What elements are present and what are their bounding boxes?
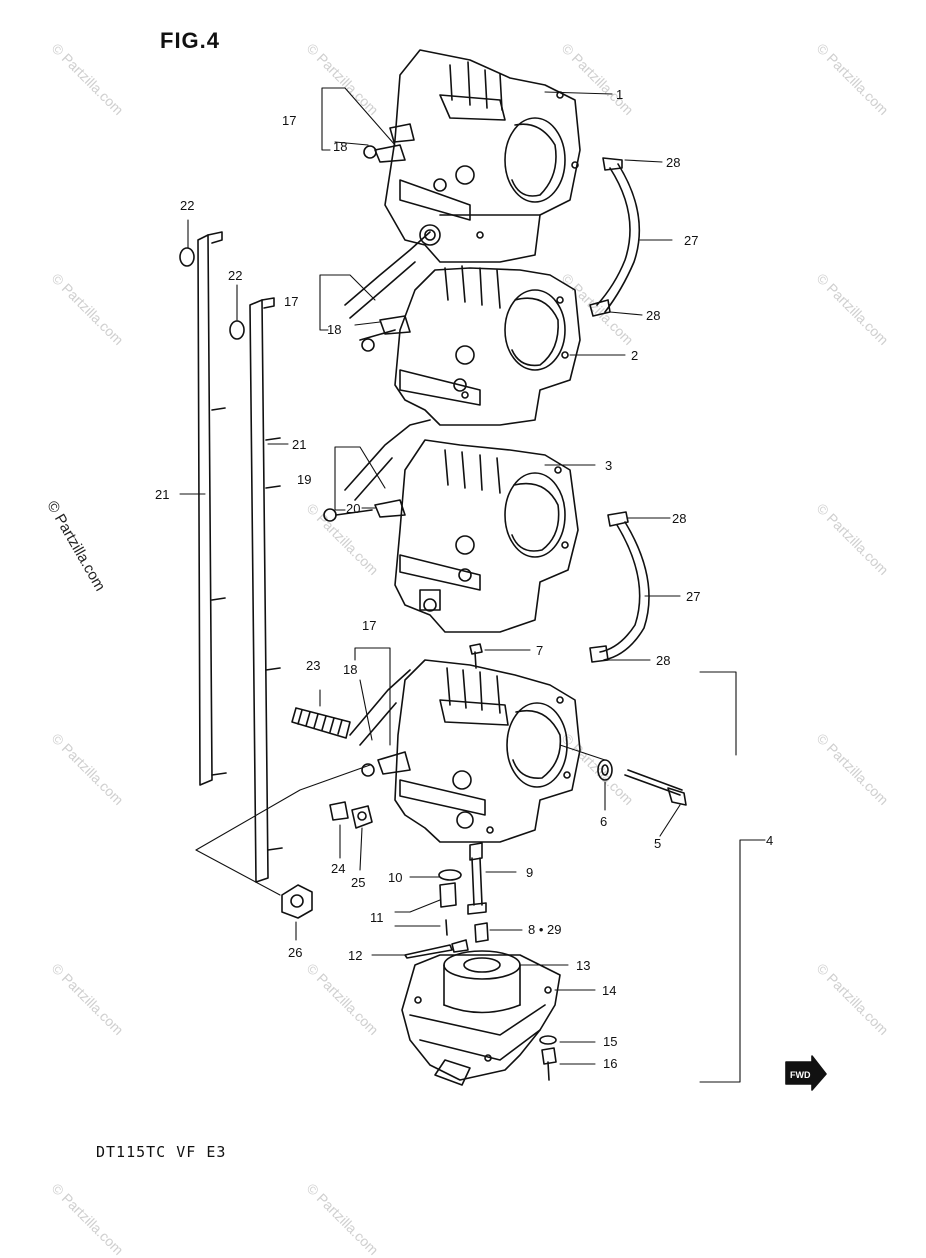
callout-19: 19 xyxy=(297,472,311,487)
leader-lines xyxy=(179,87,766,1083)
small-parts xyxy=(281,643,687,1081)
linkage-rods xyxy=(179,231,283,883)
callout-22: 22 xyxy=(228,268,242,283)
exploded-view-drawing: 1 2 3 4 5 6 7 8 • 29 9 10 11 12 13 14 15… xyxy=(155,49,827,1091)
callout-27: 27 xyxy=(686,589,700,604)
callout-6: 6 xyxy=(600,814,607,829)
callout-25: 25 xyxy=(351,875,365,890)
fwd-arrow-icon xyxy=(785,1055,827,1091)
float-bowl xyxy=(401,950,561,1086)
callout-labels: 1 2 3 4 5 6 7 8 • 29 9 10 11 12 13 14 15… xyxy=(155,87,811,1080)
callout-5: 5 xyxy=(654,836,661,851)
callout-20: 20 xyxy=(346,501,360,516)
callout-18: 18 xyxy=(333,139,347,154)
callout-22: 22 xyxy=(180,198,194,213)
callout-17: 17 xyxy=(282,113,296,128)
callout-18: 18 xyxy=(327,322,341,337)
callout-21: 21 xyxy=(155,487,169,502)
callout-28: 28 xyxy=(656,653,670,668)
carburetor-2 xyxy=(344,231,581,426)
callout-28: 28 xyxy=(672,511,686,526)
carburetor-4 xyxy=(349,659,581,843)
callout-12: 12 xyxy=(348,948,362,963)
callout-18: 18 xyxy=(343,662,357,677)
callout-23: 23 xyxy=(306,658,320,673)
callout-16: 16 xyxy=(603,1056,617,1071)
callout-11: 11 xyxy=(370,910,384,925)
callout-17: 17 xyxy=(284,294,298,309)
fwd-label: FWD xyxy=(790,1070,811,1080)
figure-title: FIG.4 xyxy=(160,28,221,53)
callout-3: 3 xyxy=(605,458,612,473)
callout-10: 10 xyxy=(388,870,402,885)
callout-26: 26 xyxy=(288,945,302,960)
callout-13: 13 xyxy=(576,958,590,973)
carburetor-3 xyxy=(323,419,579,633)
callout-14: 14 xyxy=(602,983,616,998)
diagram-canvas: © Partzilla.com © Partzilla.com © Partzi… xyxy=(43,28,891,1258)
carburetor-1 xyxy=(363,49,581,263)
callout-21: 21 xyxy=(292,437,306,452)
callout-27: 27 xyxy=(684,233,698,248)
callout-8-29: 8 • 29 xyxy=(528,922,561,937)
callout-28: 28 xyxy=(666,155,680,170)
callout-9: 9 xyxy=(526,865,533,880)
callout-28: 28 xyxy=(646,308,660,323)
callout-2: 2 xyxy=(631,348,638,363)
callout-15: 15 xyxy=(603,1034,617,1049)
callout-24: 24 xyxy=(331,861,345,876)
callout-7: 7 xyxy=(536,643,543,658)
model-code: DT115TC VF E3 xyxy=(96,1143,227,1161)
fuel-hoses xyxy=(589,157,650,663)
callout-1: 1 xyxy=(616,87,623,102)
callout-17: 17 xyxy=(362,618,376,633)
callout-4: 4 xyxy=(766,833,773,848)
